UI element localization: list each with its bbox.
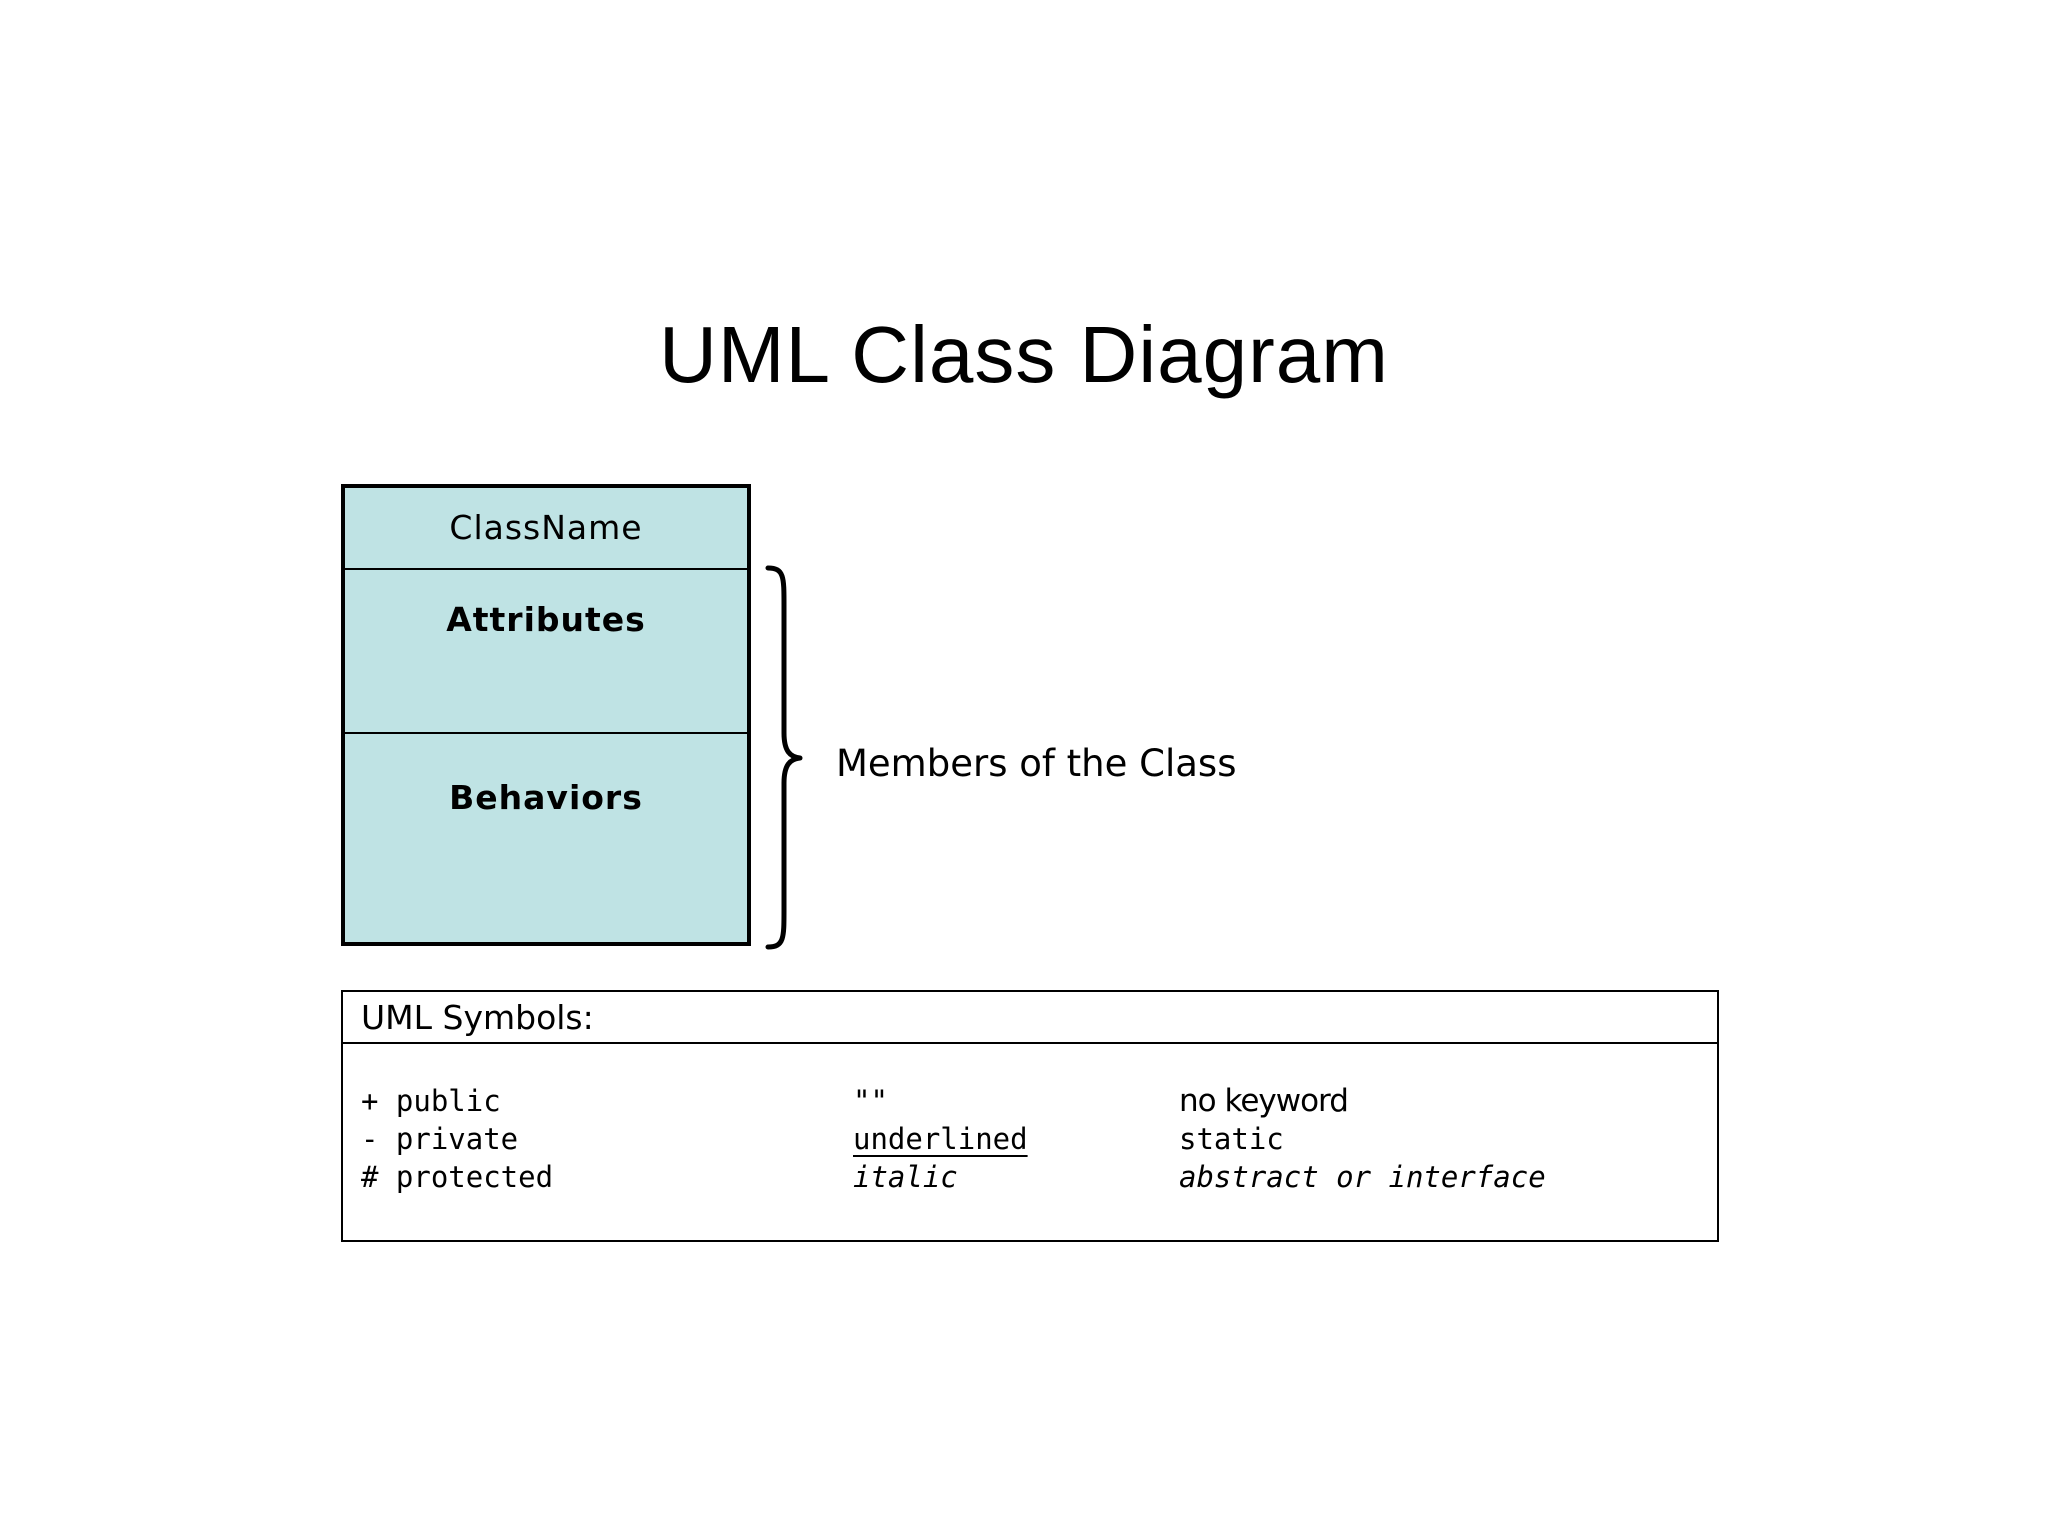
legend-header: UML Symbols: [343,992,1717,1044]
marker-underlined: underlined [853,1122,1028,1156]
uml-class-box: ClassName Attributes Behaviors [341,484,751,946]
behaviors-label: Behaviors [449,778,643,817]
curly-brace-icon [765,565,803,950]
meaning-no-keyword: no keyword [1179,1083,1349,1119]
marker-italic: italic [853,1160,958,1194]
behaviors-compartment: Behaviors [345,734,747,946]
meaning-abstract-interface: abstract or interface [1179,1160,1546,1194]
class-name-compartment: ClassName [345,488,747,570]
visibility-column: + public - private # protected [361,1082,553,1196]
visibility-private: - private [361,1122,519,1156]
attributes-label: Attributes [446,600,646,639]
class-name-label: ClassName [449,508,643,547]
marker-quotes: "" [853,1084,888,1118]
uml-symbols-legend: UML Symbols: + public - private # protec… [341,990,1719,1242]
visibility-protected: # protected [361,1160,554,1194]
visibility-public: + public [361,1084,501,1118]
page-title: UML Class Diagram [659,310,1389,399]
marker-column: "" underlined italic [853,1082,1028,1196]
members-of-class-label: Members of the Class [836,742,1237,785]
meaning-column: no keyword static abstract or interface [1179,1082,1546,1196]
marker-underlined-row: underlined [853,1120,1028,1158]
meaning-static: static [1179,1122,1284,1156]
attributes-compartment: Attributes [345,570,747,734]
legend-title: UML Symbols: [361,998,594,1037]
